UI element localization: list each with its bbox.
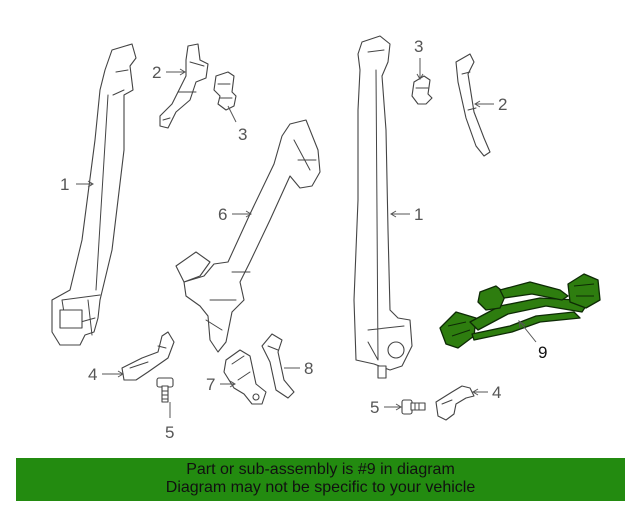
- part-3-left-clip: [213, 71, 237, 111]
- info-banner: Part or sub-assembly is #9 in diagram Di…: [16, 458, 625, 501]
- callout-1-right: 1: [414, 205, 423, 224]
- callout-2-top-left: 2: [152, 63, 161, 82]
- callout-5-left: 5: [165, 423, 174, 442]
- part-1-right-belt-retractor: [353, 35, 413, 379]
- callout-4-right: 4: [492, 383, 501, 402]
- callout-3-top-left: 3: [238, 125, 247, 144]
- callout-1-left: 1: [60, 175, 69, 194]
- banner-line-1: Part or sub-assembly is #9 in diagram: [186, 461, 455, 478]
- part-9-highlighted-assembly: [439, 273, 601, 349]
- callout-4-left: 4: [88, 365, 97, 384]
- part-2-right-bracket: [455, 53, 491, 157]
- part-3-right-clip: [411, 75, 433, 105]
- callout-7: 7: [206, 375, 215, 394]
- callout-8: 8: [304, 359, 313, 378]
- part-2-left-bracket: [159, 43, 209, 129]
- callout-5-right: 5: [370, 398, 379, 417]
- part-7-buckle: [223, 349, 267, 405]
- callout-2-right: 2: [498, 95, 507, 114]
- callout-9: 9: [538, 343, 547, 362]
- part-6-belt: [175, 119, 321, 353]
- callout-lines: [76, 58, 537, 418]
- part-5-left-bolt: [156, 377, 174, 403]
- part-5-right-bolt: [401, 399, 426, 415]
- part-4-right-bracket: [435, 385, 475, 421]
- part-1-left-belt-retractor: [51, 43, 137, 346]
- callout-labels: 1 2 3 6 4 5 7 8 3 2 1 9 4 5: [60, 37, 547, 442]
- callout-6: 6: [218, 205, 227, 224]
- part-4-left-bracket: [121, 331, 175, 381]
- banner-line-2: Diagram may not be specific to your vehi…: [165, 479, 476, 496]
- callout-3-top-right: 3: [414, 37, 423, 56]
- part-8-bracket: [261, 333, 295, 399]
